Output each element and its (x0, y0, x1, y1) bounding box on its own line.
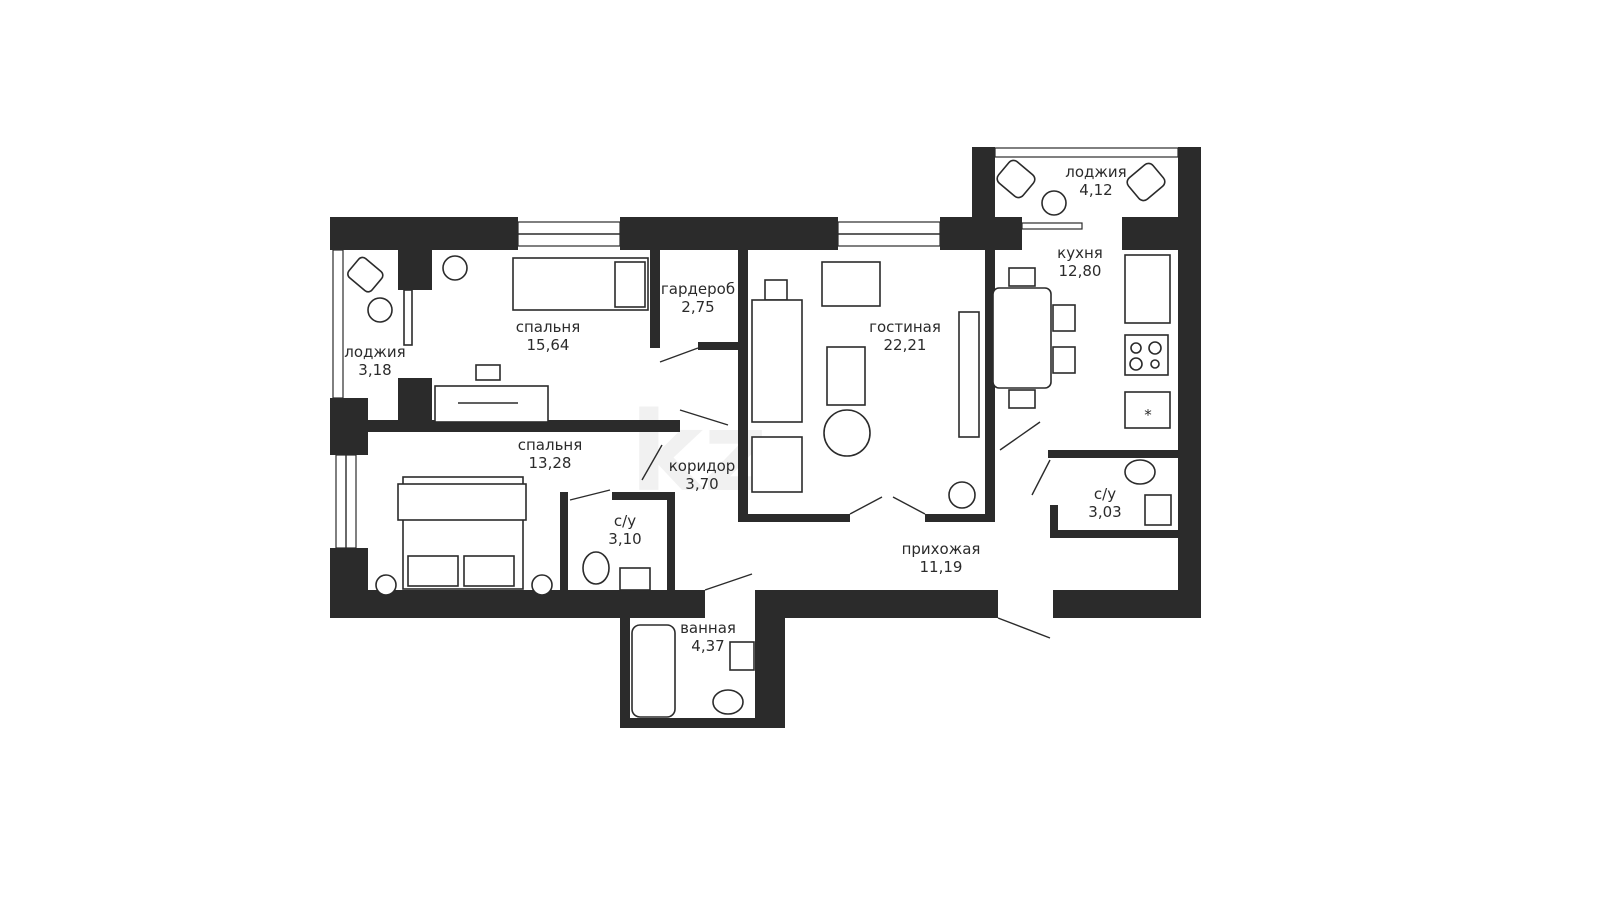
room-area-hallway: 11,19 (920, 558, 963, 576)
room-name-bedroom-2: спальня (518, 436, 583, 454)
doors (569, 347, 1051, 639)
room-area-loggia-1: 3,18 (358, 361, 391, 379)
room-name-wc-1: с/у (614, 512, 636, 530)
armchair (821, 261, 881, 307)
armchair-2 (751, 436, 803, 493)
room-area-bedroom-2: 13,28 (529, 454, 572, 472)
room-area-living: 22,21 (884, 336, 927, 354)
room-area-bathroom: 4,37 (691, 637, 724, 655)
desk-chair (475, 364, 501, 381)
room-name-living: гостиная (869, 318, 941, 336)
room-name-hallway: прихожая (902, 540, 981, 558)
asterisk-icon: * (1144, 406, 1152, 424)
fridge (1124, 391, 1171, 429)
room-name-corridor: коридор (669, 457, 736, 475)
room-name-bathroom: ванная (680, 619, 736, 637)
room-area-kitchen: 12,80 (1059, 262, 1102, 280)
room-area-wc-1: 3,10 (608, 530, 641, 548)
toilet-icon-2 (1124, 459, 1156, 485)
round-table (823, 409, 871, 457)
tv-stand (958, 311, 980, 438)
room-area-loggia-2: 4,12 (1079, 181, 1112, 199)
plant-icon (442, 255, 468, 281)
walls (330, 147, 1201, 728)
sink-icon-2 (1144, 494, 1172, 526)
room-area-wc-2: 3,03 (1088, 503, 1121, 521)
toilet-icon (582, 551, 610, 585)
room-area-wardrobe: 2,75 (681, 298, 714, 316)
chair-icon (347, 256, 384, 293)
room-name-wc-2: с/у (1094, 485, 1116, 503)
room-name-wardrobe: гардероб (661, 280, 735, 298)
bathtub (631, 624, 676, 718)
chair-icon-2 (996, 159, 1036, 199)
kitchen-sink (1124, 254, 1171, 324)
room-name-loggia-1: лоджия (344, 343, 405, 361)
furniture: * (347, 159, 1172, 718)
plant-icon-2 (948, 481, 976, 509)
chair-icon-3 (1126, 162, 1166, 202)
sofa (751, 299, 803, 423)
sink-icon (619, 567, 651, 591)
desk (434, 385, 549, 423)
room-labels: лоджия 3,18 спальня 15,64 гардероб 2,75 … (344, 163, 1126, 655)
coffee-table (826, 346, 866, 406)
room-area-corridor: 3,70 (685, 475, 718, 493)
room-area-bedroom-1: 15,64 (527, 336, 570, 354)
room-name-kitchen: кухня (1057, 244, 1103, 262)
dining-table (992, 287, 1052, 389)
sink-icon-3 (729, 641, 755, 671)
table-icon (367, 297, 393, 323)
toilet-icon-3 (712, 689, 744, 715)
room-name-bedroom-1: спальня (516, 318, 581, 336)
windows (332, 147, 1179, 549)
room-name-loggia-2: лоджия (1065, 163, 1126, 181)
